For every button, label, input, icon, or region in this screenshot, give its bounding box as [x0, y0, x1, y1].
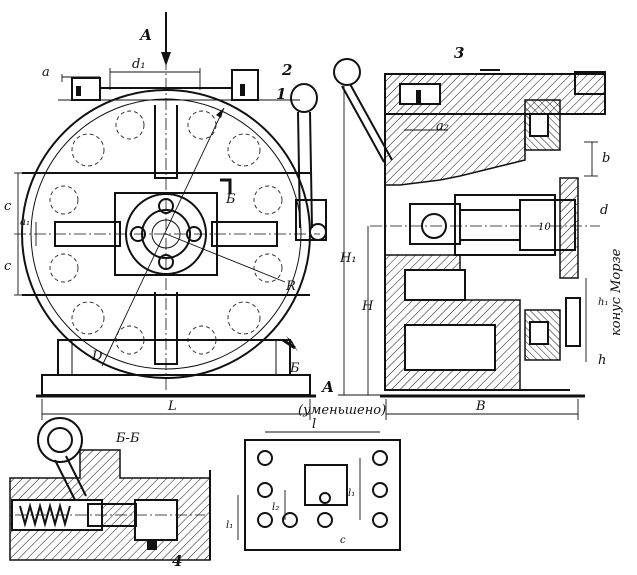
callout-10: 10 — [538, 222, 551, 233]
callout-2: 2 — [281, 61, 292, 79]
view-a-note: (уменьшено) — [298, 403, 386, 418]
callout-3: 3 — [454, 44, 464, 62]
dim-l-label: L — [167, 399, 177, 414]
view-arrow-label: А — [139, 26, 152, 44]
dim-d1-label: d₁ — [132, 57, 146, 72]
view-a-title: А — [321, 378, 334, 396]
dim-b-side-label: B — [475, 399, 486, 414]
dim-b-label: b — [602, 151, 610, 166]
dim-h1-small-label: h₁ — [598, 297, 608, 308]
dim-plate-c-label: c — [340, 535, 346, 546]
dim-c-upper-label: c — [4, 199, 12, 214]
callout-1: 1 — [276, 85, 286, 103]
side-view-dimensions — [338, 86, 598, 420]
dim-plate-l-label: l — [312, 417, 316, 432]
morse-taper-label: конус Морзе — [609, 248, 624, 336]
dim-d-side-label: d — [600, 203, 608, 218]
dim-h-small-label: h — [598, 353, 606, 368]
view-a-plate — [237, 431, 401, 551]
dim-r-label: R — [285, 279, 296, 294]
dim-h1-label: H₁ — [339, 251, 357, 266]
dim-a-label: a — [42, 65, 50, 80]
callout-4: 4 — [172, 552, 182, 570]
dim-h-label: H — [361, 299, 374, 314]
front-view-dimensions — [14, 68, 311, 420]
dim-a1-label: a₁ — [20, 217, 30, 228]
dim-plate-l2-label: l₂ — [272, 502, 279, 513]
dim-lower-l1-label: l₁ — [226, 520, 233, 531]
dim-a2-label: a₂ — [436, 119, 449, 134]
side-section-view — [333, 58, 606, 398]
dim-plate-l1-label: l₁ — [348, 488, 355, 499]
dim-c-lower-label: c — [4, 259, 12, 274]
labels: А a d₁ c a₁ c D R L 1 2 3 4 10 Б Б H₁ H … — [4, 26, 624, 570]
dim-d-label: D — [91, 349, 103, 364]
section-mark-label: Б — [225, 192, 236, 207]
front-view — [14, 12, 327, 398]
section-title: Б-Б — [115, 431, 140, 446]
section-mark-bottom-label: Б — [289, 361, 300, 376]
section-b-b — [9, 417, 211, 561]
